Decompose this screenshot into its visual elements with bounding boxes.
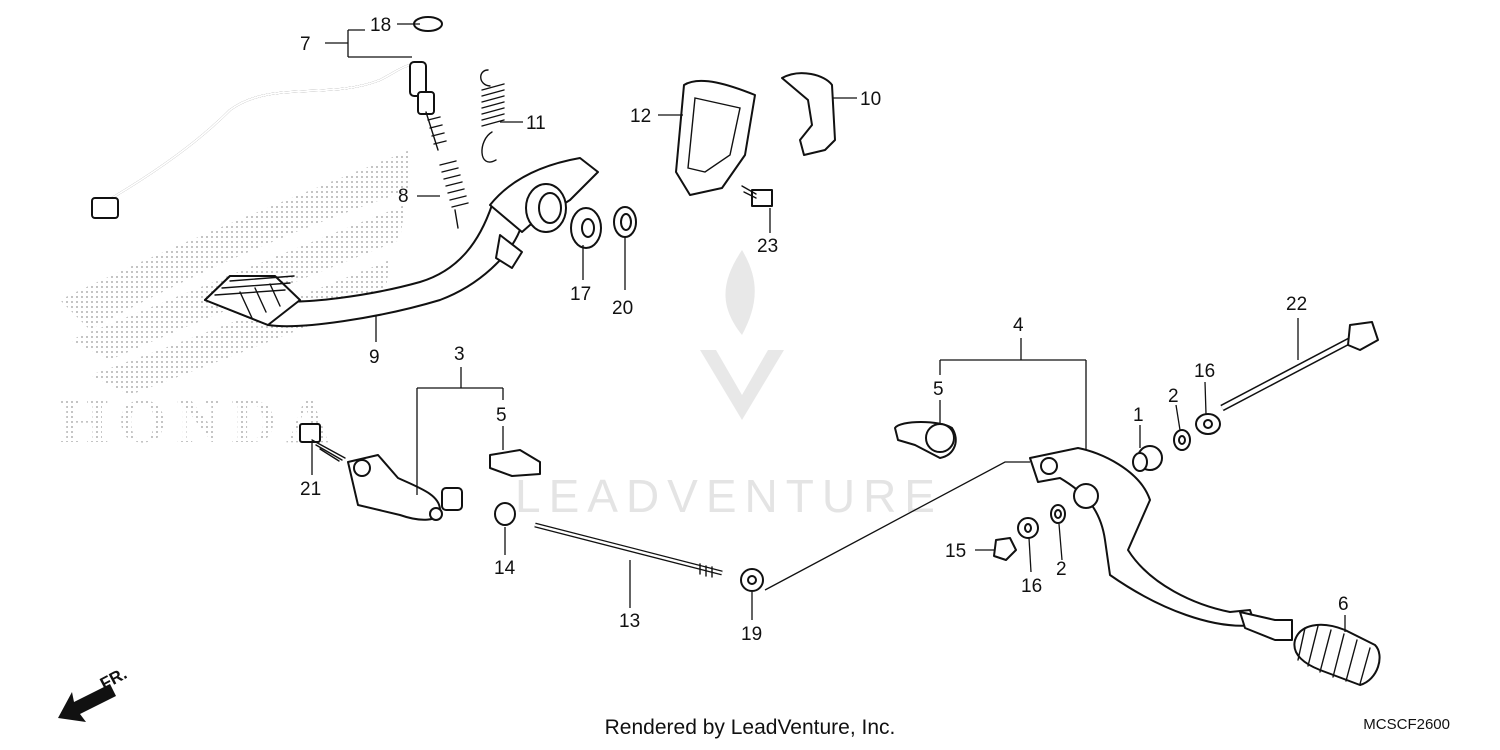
callout-labels: 1 2 2 3 4 5 5 6 7 8 9 10 11 12 13 14 15 … [300, 15, 1349, 645]
stop-switch-cable [91, 61, 447, 219]
washer-lower [1050, 504, 1066, 524]
callout-4: 4 [1013, 315, 1024, 336]
return-spring [480, 69, 505, 163]
snap-clip [613, 206, 637, 238]
brake-pedal [204, 157, 599, 328]
callout-19: 19 [741, 624, 762, 645]
washer-upper [1173, 429, 1191, 451]
callout-2: 2 [1168, 386, 1179, 407]
callout-6: 6 [1338, 594, 1349, 615]
callout-11: 11 [526, 113, 546, 134]
pedal-rubber [1293, 623, 1381, 686]
callout-16: 16 [1194, 361, 1215, 382]
callout-18: 18 [370, 15, 391, 36]
leader-lines [311, 23, 1346, 632]
washer-wide-upper [1195, 413, 1221, 435]
callout-15: 15 [945, 541, 966, 562]
rod-end-right [894, 421, 957, 459]
callout-13: 13 [619, 611, 640, 632]
callout-5: 5 [933, 379, 944, 400]
callout-22: 22 [1286, 294, 1307, 315]
pivot-bolt [1220, 321, 1379, 412]
callout-5: 5 [496, 405, 507, 426]
callout-12: 12 [630, 106, 651, 127]
callout-10: 10 [860, 89, 881, 110]
callout-23: 23 [757, 236, 778, 257]
cover-bolt [741, 185, 773, 207]
callout-3: 3 [454, 344, 465, 365]
front-direction-arrow: FR. [58, 664, 130, 722]
callout-16: 16 [1021, 576, 1042, 597]
gearshift-pedal [1029, 447, 1293, 641]
flange-nut [993, 537, 1017, 561]
callout-17: 17 [570, 284, 591, 305]
diagram-code: MCSCF2600 [1363, 716, 1450, 733]
watermark-text: LEADVENTURE [515, 470, 943, 522]
honda-wordmark: HONDA [60, 388, 341, 456]
callout-1: 1 [1133, 405, 1144, 426]
washer-part [570, 207, 602, 249]
shift-rod [534, 522, 723, 578]
callout-9: 9 [369, 347, 380, 368]
callout-20: 20 [612, 298, 633, 319]
callout-2: 2 [1056, 559, 1067, 580]
leadventure-watermark: LEADVENTURE [515, 250, 943, 522]
heel-guard [781, 72, 836, 156]
callout-7: 7 [300, 34, 311, 55]
callout-21: 21 [300, 479, 321, 500]
callout-14: 14 [494, 558, 516, 579]
washer-wide-lower [1017, 517, 1039, 539]
callout-8: 8 [398, 186, 409, 207]
rod-nut [740, 568, 764, 592]
pedal-cover [675, 79, 756, 196]
footer-credit: Rendered by LeadVenture, Inc. [604, 716, 896, 739]
shift-arm-assembly [299, 423, 541, 526]
switch-spring [439, 160, 469, 229]
pivot-collar [1132, 445, 1163, 472]
